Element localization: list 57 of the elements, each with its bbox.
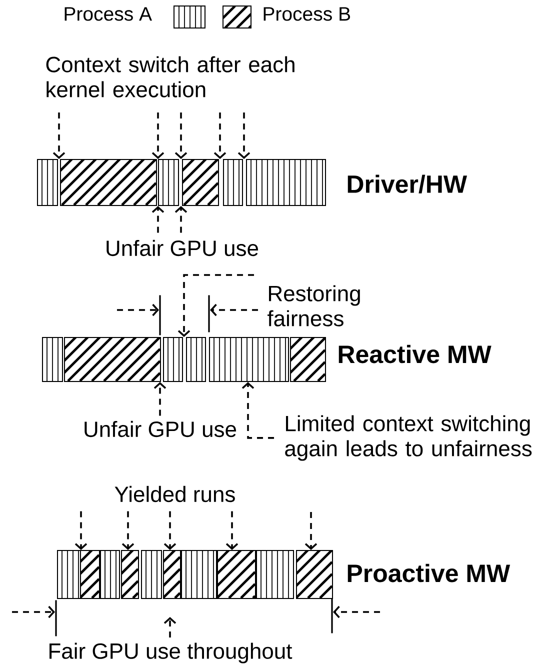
tick-mark	[208, 295, 210, 332]
striped-segment	[37, 159, 58, 206]
dashed-arrow	[226, 511, 238, 550]
annotation: Yielded runs	[114, 486, 235, 502]
striped-segment	[181, 550, 217, 599]
striped-segment	[100, 550, 120, 599]
row-label: Reactive MW	[338, 344, 492, 364]
striped-segment	[256, 550, 294, 599]
striped-segment	[42, 337, 63, 382]
dashed-arrow	[333, 606, 380, 618]
dashed-arrow	[12, 606, 55, 618]
annotation: Unfair GPU use	[84, 420, 236, 438]
dashed-arrow	[304, 512, 318, 550]
hatched-segment	[121, 550, 139, 599]
dashed-arrow	[74, 511, 88, 550]
tick-mark	[331, 598, 333, 634]
striped-segment	[57, 550, 81, 599]
hatched-segment	[80, 550, 100, 599]
tick-mark	[55, 600, 57, 636]
dashed-arrow	[117, 304, 159, 316]
striped-segment	[223, 159, 243, 206]
dashed-arrow	[174, 206, 188, 233]
legend-label: Process B	[264, 7, 350, 21]
hatched-segment	[163, 550, 181, 599]
annotation: Fair GPU use throughout	[50, 642, 292, 664]
dashed-arrow	[242, 382, 274, 439]
dashed-arrow	[52, 112, 66, 159]
row-label: Proactive MW	[348, 564, 510, 582]
dashed-arrow	[178, 274, 254, 337]
dashed-arrow	[164, 511, 176, 550]
annotation: Limited context switching again leads to unfairness	[285, 415, 532, 461]
dashed-arrow	[154, 382, 166, 416]
striped-segment	[158, 159, 179, 206]
dashed-arrow	[164, 617, 176, 638]
striped-segment	[163, 337, 183, 382]
annotation: Unfair GPU use	[106, 240, 258, 256]
striped-segment	[186, 337, 206, 382]
dashed-arrow	[210, 304, 258, 316]
annotation: Context switch after each kernel execution	[46, 56, 294, 98]
dashed-arrow	[238, 112, 250, 159]
hatched-segment	[64, 337, 161, 382]
annotation: Restoring fairness	[268, 285, 360, 326]
dashed-arrow	[174, 112, 188, 159]
striped-segment	[209, 337, 289, 382]
hatched-segment	[290, 337, 326, 382]
dashed-arrow	[152, 112, 164, 159]
hatched-segment	[217, 550, 256, 599]
striped-segment	[246, 159, 326, 206]
legend-label: Process A	[64, 7, 152, 21]
hatched-segment	[60, 159, 157, 206]
dashed-arrow	[122, 511, 134, 550]
dashed-arrow	[152, 206, 164, 233]
dashed-arrow	[214, 112, 226, 159]
striped-segment	[141, 550, 162, 599]
hatched-segment	[182, 159, 219, 206]
tick-mark	[159, 295, 161, 336]
hatched-segment	[296, 550, 333, 599]
